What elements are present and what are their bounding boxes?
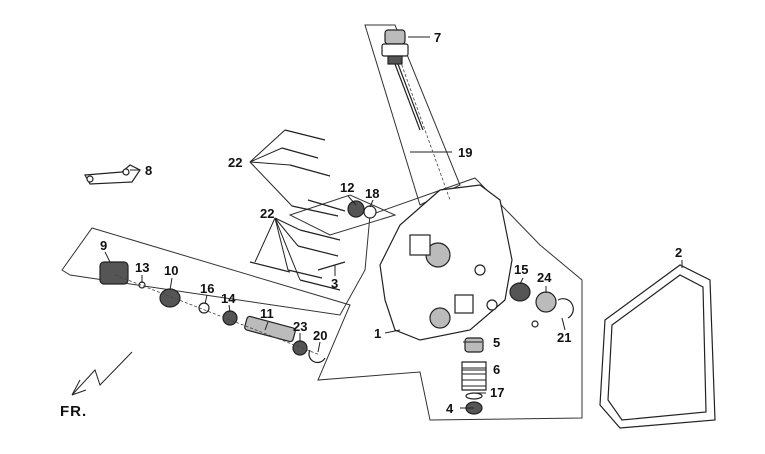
callout-21: 21: [557, 330, 571, 345]
callout-14: 14: [221, 291, 236, 306]
callout-4: 4: [446, 401, 454, 416]
gasket-part: [599, 264, 716, 429]
bolts-group-upper: [281, 129, 346, 217]
callout-22-upper: 22: [228, 155, 242, 170]
callout-6: 6: [493, 362, 500, 377]
oil-level-gauge-part: [381, 29, 440, 153]
callout-5: 5: [493, 335, 500, 350]
callout-22-lower: 22: [260, 206, 274, 221]
shaft-assembly: [99, 261, 326, 364]
callout-17: 17: [490, 385, 504, 400]
callout-13: 13: [135, 260, 149, 275]
callout-2: 2: [675, 245, 682, 260]
callout-9: 9: [100, 238, 107, 253]
front-direction-arrow: [71, 351, 133, 396]
callout-11: 11: [260, 306, 274, 321]
callout-3: 3: [331, 276, 338, 291]
callout-18: 18: [365, 186, 379, 201]
callout-19: 19: [458, 145, 472, 160]
crankcase-cover-part: [379, 59, 513, 341]
leader-lines: [104, 36, 683, 409]
callout-20: 20: [313, 328, 327, 343]
front-indicator-label: FR.: [60, 403, 87, 420]
bearing-parts: [509, 282, 574, 328]
seal-parts: [347, 200, 377, 219]
bracket-part: [84, 164, 141, 185]
callout-1: 1: [374, 326, 381, 341]
callout-23: 23: [293, 319, 307, 334]
bolt-group-frame: [288, 194, 397, 236]
callout-7: 7: [434, 30, 441, 45]
callout-12: 12: [340, 180, 354, 195]
callout-15: 15: [514, 262, 528, 277]
callout-16: 16: [200, 281, 214, 296]
left-assembly-frame: [61, 177, 583, 421]
callout-8: 8: [145, 163, 152, 178]
bolts-group-lower: [249, 229, 346, 291]
oil-strainer-parts: [461, 337, 487, 415]
callout-24: 24: [537, 270, 552, 285]
oil-gauge-frame: [364, 24, 461, 206]
callout-10: 10: [164, 263, 178, 278]
